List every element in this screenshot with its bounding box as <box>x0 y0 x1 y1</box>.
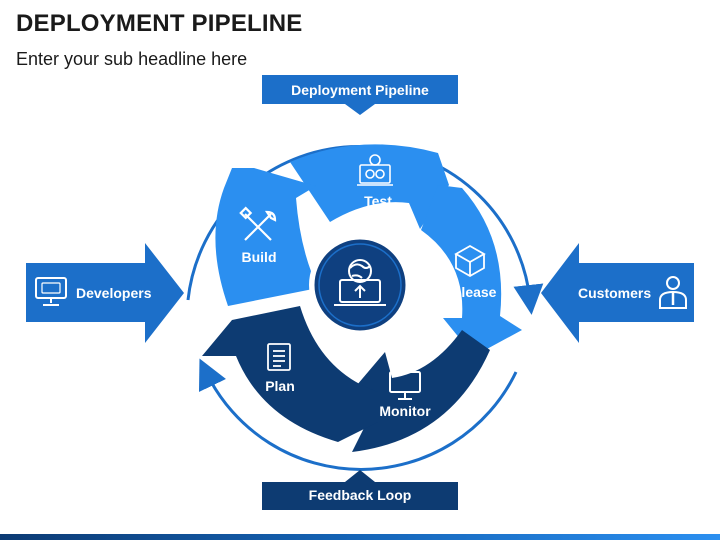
page-title: DEPLOYMENT PIPELINE <box>16 10 303 37</box>
stage-release: Release <box>421 185 522 356</box>
center-hub <box>309 234 411 336</box>
bottom-banner: Feedback Loop <box>262 470 458 510</box>
developers-arrow: Developers <box>26 243 184 343</box>
code-monitor-icon <box>35 277 67 306</box>
stage-test: Test <box>290 144 449 229</box>
document-icon <box>267 343 291 371</box>
customers-label: Customers <box>578 285 651 301</box>
person-icon <box>659 276 687 309</box>
top-banner-label: Deployment Pipeline <box>291 82 429 98</box>
stage-monitor-label: Monitor <box>379 403 431 419</box>
test-gears-laptop-icon <box>357 154 393 186</box>
bottom-banner-label: Feedback Loop <box>309 487 412 503</box>
stage-build-label: Build <box>242 249 277 265</box>
stage-build: Build <box>215 168 318 306</box>
globe-laptop-icon <box>334 259 386 306</box>
stage-plan-label: Plan <box>265 378 295 394</box>
stage-plan: Plan <box>202 306 378 442</box>
page-subtitle: Enter your sub headline here <box>16 49 248 69</box>
tools-icon <box>239 206 277 241</box>
developers-label: Developers <box>76 285 152 301</box>
bottom-accent-bar <box>0 534 720 540</box>
stage-test-label: Test <box>364 193 392 209</box>
top-banner: Deployment Pipeline <box>262 75 458 115</box>
monitor-icon <box>389 371 421 400</box>
package-icon <box>454 244 486 278</box>
outer-cycle-arc-bottom <box>199 358 518 471</box>
stage-release-label: Release <box>444 284 497 300</box>
customers-arrow: Customers <box>541 243 694 343</box>
